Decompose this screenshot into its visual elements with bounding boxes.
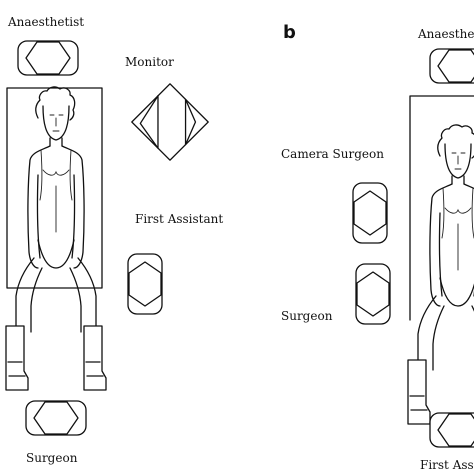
operating-table bbox=[6, 87, 103, 289]
anaesthetist-figure-b bbox=[429, 48, 474, 84]
left-leg-holder-b bbox=[407, 359, 431, 425]
camera-surgeon-figure bbox=[352, 182, 388, 244]
surgeon-label: Surgeon bbox=[26, 451, 78, 465]
surgeon-figure bbox=[25, 400, 87, 436]
camera-surgeon-label: Camera Surgeon bbox=[281, 147, 384, 161]
first-assistant-label-b: First Assistant bbox=[420, 458, 474, 472]
surgeon-figure-b bbox=[355, 263, 391, 325]
first-assistant-figure-b bbox=[429, 412, 474, 448]
patient-figure-b bbox=[417, 124, 474, 371]
panel-b-letter: b bbox=[283, 22, 296, 43]
anaesthetist-label: Anaesthetist bbox=[7, 15, 84, 29]
patient-figure bbox=[15, 86, 97, 333]
panel-b: b Anaesthetist Camera Surgeon Surgeon Fi… bbox=[281, 22, 474, 472]
first-assistant-label: First Assistant bbox=[135, 212, 223, 226]
anaesthetist-figure bbox=[17, 40, 79, 76]
surgeon-label-b: Surgeon bbox=[281, 309, 333, 323]
first-assistant-figure bbox=[127, 253, 163, 315]
monitor-figure bbox=[131, 83, 209, 161]
monitor-label: Monitor bbox=[125, 55, 174, 69]
panel-a: Anaesthetist Monitor First Assistant Sur… bbox=[5, 15, 223, 465]
operating-table-b bbox=[409, 95, 474, 321]
right-leg-holder bbox=[83, 325, 107, 391]
left-leg-holder bbox=[5, 325, 29, 391]
anaesthetist-label-b: Anaesthetist bbox=[417, 27, 474, 41]
